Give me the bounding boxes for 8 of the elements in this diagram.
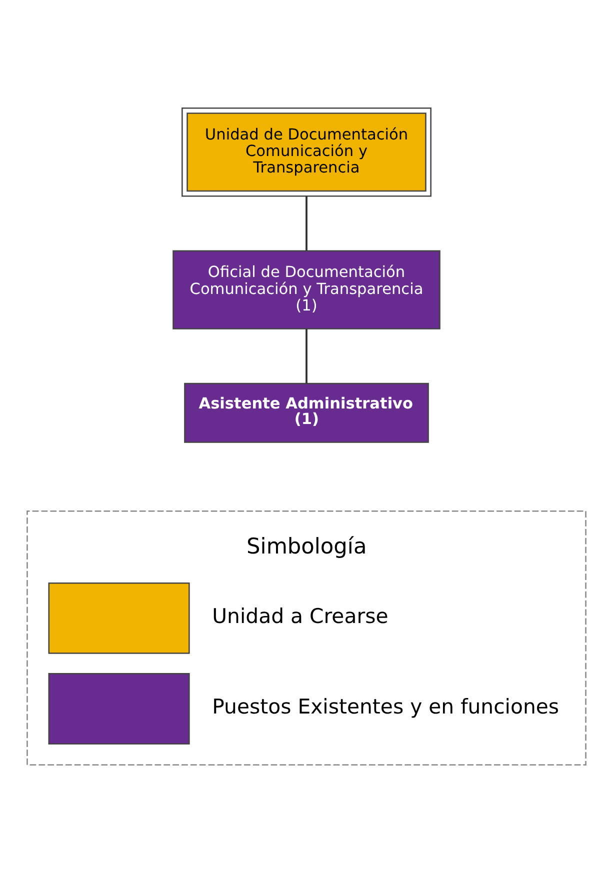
node-box: Unidad de Documentación Comunicación y Transparencia (182, 106, 432, 196)
label: Simbología (246, 534, 367, 559)
legend-label: Unidad a Crearse (212, 604, 388, 628)
connector (306, 196, 308, 250)
node-box: Oficial de Documentación Comunicación y Transparencia (1) (172, 250, 440, 329)
connector (306, 328, 308, 383)
node-box: Asistente Administrativo (1) (184, 382, 429, 442)
legend-label: Puestos Existentes y en funciones (212, 694, 560, 718)
